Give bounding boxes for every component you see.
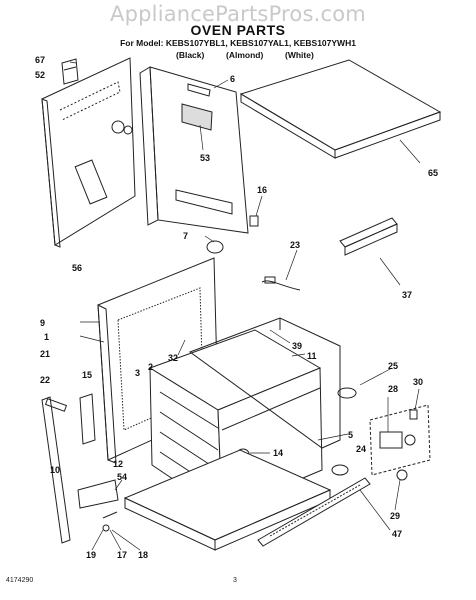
diagram-title: OVEN PARTS [190, 22, 286, 38]
left-side-panel [41, 57, 136, 248]
part-label-12: 12 [113, 459, 123, 469]
part-label-65: 65 [428, 168, 438, 178]
watermark: AppliancePartsPros.com [110, 2, 366, 26]
part-label-17: 17 [117, 550, 127, 560]
part-label-56: 56 [72, 263, 82, 273]
back-panel [139, 66, 249, 234]
part-label-54: 54 [117, 472, 127, 482]
part-label-14: 14 [273, 448, 283, 458]
part-label-23: 23 [290, 240, 300, 250]
part-label-10: 10 [50, 465, 60, 475]
part-label-7: 7 [183, 231, 188, 241]
vent-grille [257, 477, 371, 547]
part-label-37: 37 [402, 290, 412, 300]
top-panel [239, 59, 442, 159]
terminal [264, 276, 276, 284]
part-label-16: 16 [257, 185, 267, 195]
part-label-2: 2 [148, 362, 153, 372]
hinge-parts [41, 393, 119, 544]
page-number: 3 [233, 577, 237, 584]
part-label-53: 53 [200, 153, 210, 163]
part-label-39: 39 [292, 341, 302, 351]
document-number: 4174290 [6, 577, 34, 584]
color-label-white: (White) [285, 50, 314, 60]
part-label-32: 32 [168, 353, 178, 363]
part-label-5: 5 [348, 430, 353, 440]
color-label-almond: (Almond) [226, 50, 264, 60]
side-channel [339, 217, 398, 256]
round-plug [337, 387, 357, 399]
part-label-29: 29 [390, 511, 400, 521]
part-label-9: 9 [40, 318, 45, 328]
part-label-11: 11 [307, 351, 317, 361]
part-label-18: 18 [138, 550, 148, 560]
thermostat-group [369, 404, 431, 481]
clip [249, 215, 259, 227]
part-label-67: 67 [35, 55, 45, 65]
part-label-19: 19 [86, 550, 96, 560]
part-label-21: 21 [40, 349, 50, 359]
part-label-15: 15 [82, 370, 92, 380]
part-label-22: 22 [40, 375, 50, 385]
part-label-52: 52 [35, 70, 45, 80]
part-label-30: 30 [413, 377, 423, 387]
part-label-6: 6 [230, 74, 235, 84]
model-numbers: For Model: KEBS107YBL1, KEBS107YAL1, KEB… [120, 38, 356, 48]
leveling-foot [331, 464, 349, 476]
part-label-47: 47 [392, 529, 402, 539]
part-label-28: 28 [388, 384, 398, 394]
corner-bracket [61, 58, 79, 85]
base-pan [123, 449, 332, 551]
color-label-black: (Black) [176, 50, 205, 60]
part-label-1: 1 [44, 332, 49, 342]
grommet [206, 240, 224, 254]
part-label-24: 24 [356, 444, 366, 454]
part-label-3: 3 [135, 368, 140, 378]
part-label-25: 25 [388, 361, 398, 371]
outer-wrapper [188, 317, 341, 449]
wire-lead [261, 280, 301, 291]
